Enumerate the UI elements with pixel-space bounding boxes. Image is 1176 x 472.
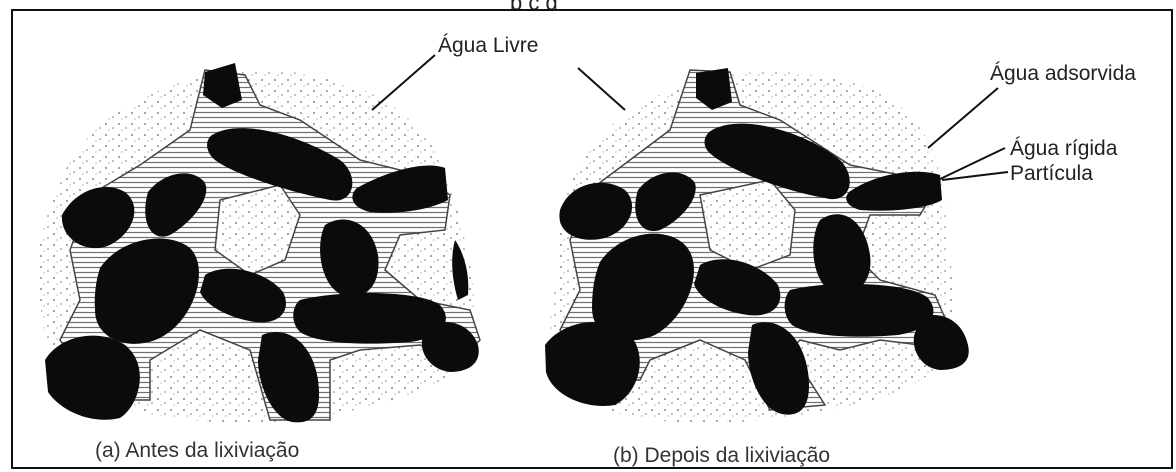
caption-after: (b) Depois da lixiviação — [613, 444, 830, 467]
caption-before: (a) Antes da lixiviação — [95, 439, 299, 462]
particle — [293, 293, 446, 344]
leader-line-agua-livre-right — [578, 68, 625, 110]
label-agua-rigida: Água rígida — [1010, 137, 1118, 160]
diagram-after — [545, 68, 969, 423]
particle — [45, 336, 140, 420]
leader-line-agua-rigida — [938, 148, 1005, 180]
diagram-before — [38, 63, 480, 423]
particle — [785, 284, 934, 337]
leader-line-agua-adsorvida — [928, 88, 998, 148]
label-agua-adsorvida: Água adsorvida — [990, 62, 1136, 85]
label-particula: Partícula — [1010, 162, 1093, 185]
leader-line-agua-livre-left — [372, 55, 435, 110]
particle — [545, 322, 640, 406]
label-agua-livre: Água Livre — [438, 34, 538, 57]
